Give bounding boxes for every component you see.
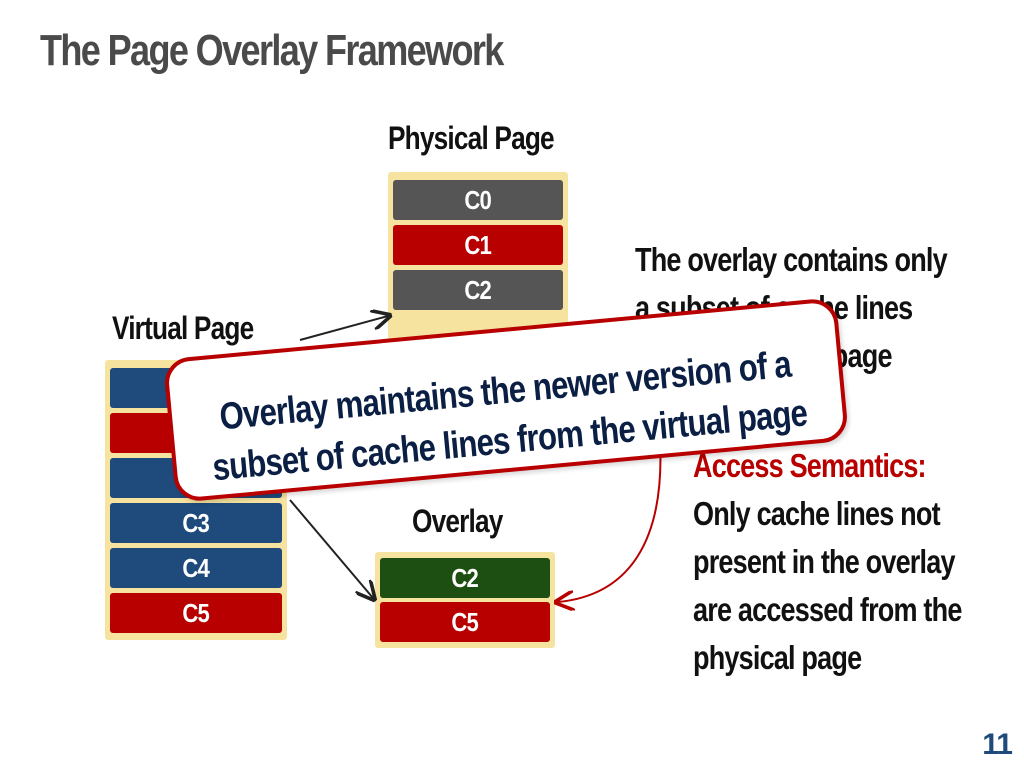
overlay-description-line-1: The overlay contains only [635,241,948,278]
overlay-line-c5: C5 [380,602,550,642]
page-number: 11 [982,728,1013,761]
physical-page-title: Physical Page [388,120,555,156]
overlay-stack: C2 C5 [375,552,555,648]
callout: Overlay maintains the newer version of a… [118,292,885,503]
virtual-page-title: Virtual Page [112,310,254,346]
overlay-line-c2: C2 [380,558,550,598]
physical-page-stack: C0 C1 C2 [388,172,568,342]
access-semantics-heading: Access Semantics: [693,447,927,484]
physical-line-c0: C0 [393,180,563,220]
virtual-to-overlay-arrow [289,499,373,598]
access-semantics-line-1: Only cache lines not [693,495,941,532]
virtual-line-c4: C4 [110,548,282,588]
access-semantics: Access Semantics: Only cache lines not p… [693,442,962,682]
access-semantics-line-2: present in the overlay [693,543,956,580]
slide-title: The Page Overlay Framework [40,26,504,75]
virtual-line-c5: C5 [110,593,282,633]
physical-line-c2: C2 [393,270,563,310]
overlay-title: Overlay [412,503,503,539]
virtual-line-c3: C3 [110,503,282,543]
access-semantics-line-4: physical page [693,639,862,676]
access-semantics-line-3: are accessed from the [693,591,962,628]
physical-line-c1: C1 [393,225,563,265]
callout-box: Overlay maintains the newer version of a… [162,297,850,503]
